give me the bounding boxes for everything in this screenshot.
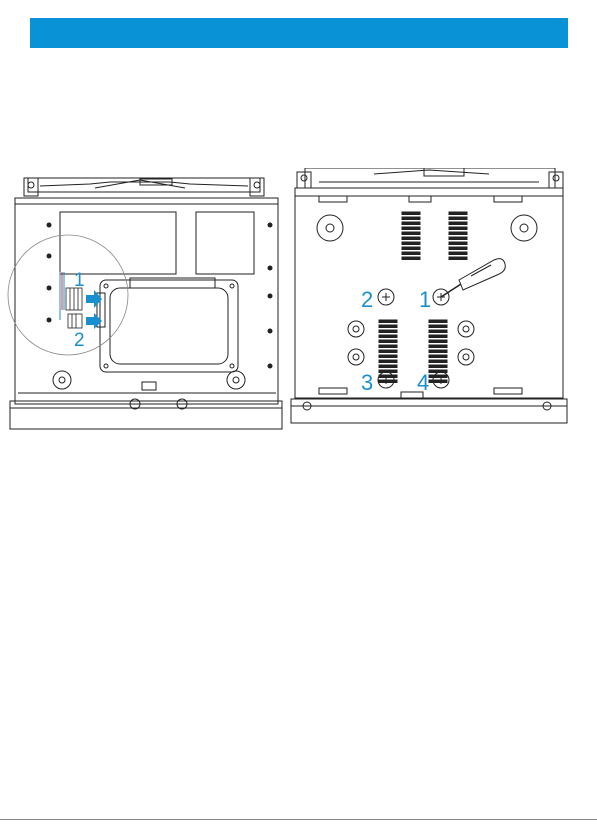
screw-label-2: 2: [361, 287, 373, 312]
vent-slot: [429, 360, 447, 363]
vent-slot: [429, 330, 447, 333]
vent-slot: [429, 345, 447, 348]
vent-slot: [379, 355, 397, 358]
vent-slot: [429, 365, 447, 368]
vent-slot: [402, 227, 420, 230]
top-rail: [24, 178, 264, 196]
header-bar: [30, 18, 568, 48]
side-screws: [348, 321, 474, 365]
vent-slot: [379, 350, 397, 353]
vent-slot: [449, 252, 467, 255]
vent-slot: [449, 257, 467, 260]
vent-slot: [429, 350, 447, 353]
vent-slot: [402, 257, 420, 260]
vent-slot: [429, 355, 447, 358]
vent-slot: [429, 325, 447, 328]
vent-slot: [379, 360, 397, 363]
feet: [53, 371, 245, 409]
connectors: [66, 288, 82, 328]
callout-2: 2: [74, 330, 85, 351]
vent-slot: [429, 335, 447, 338]
vent-slot: [379, 365, 397, 368]
vent-slot: [379, 345, 397, 348]
vent-slot: [449, 237, 467, 240]
vent-slot: [449, 242, 467, 245]
vent-slot: [379, 335, 397, 338]
vent-slot: [449, 212, 467, 215]
vent-slot: [449, 217, 467, 220]
vent-slot: [402, 247, 420, 250]
vent-slot: [402, 217, 420, 220]
vent-slot: [449, 247, 467, 250]
dvr-hdd-connection-diagram: 1 2: [0, 168, 286, 433]
vent-slot: [402, 232, 420, 235]
screw-label-3: 3: [361, 370, 373, 395]
vent-slot: [449, 232, 467, 235]
vent-slot: [379, 375, 397, 378]
screwdriver-icon: [441, 259, 505, 297]
board-panels: [60, 212, 254, 274]
top-rail: [297, 168, 563, 188]
vent-slot: [402, 242, 420, 245]
chassis: [10, 198, 282, 429]
vent-slot: [402, 212, 420, 215]
vent-slot: [379, 330, 397, 333]
bottom-rule: [0, 819, 597, 820]
vent-slot: [449, 227, 467, 230]
vent-slot: [402, 252, 420, 255]
vent-slot: [402, 222, 420, 225]
vent-slot: [429, 340, 447, 343]
screw-label-4: 4: [417, 370, 429, 395]
hdd-bay: [97, 278, 238, 372]
vent-slot: [429, 375, 447, 378]
vent-slot: [449, 222, 467, 225]
vent-slot: [379, 320, 397, 323]
vent-slot: [379, 325, 397, 328]
dvr-bottom-screws-diagram: 2 1 3 4: [289, 168, 571, 433]
vent-slot: [402, 237, 420, 240]
callout-1: 1: [74, 270, 85, 291]
cables: [60, 272, 64, 320]
screw-label-1: 1: [419, 287, 431, 312]
vent-slot: [429, 320, 447, 323]
hdd-screws: [378, 289, 449, 388]
vent-slot: [379, 340, 397, 343]
